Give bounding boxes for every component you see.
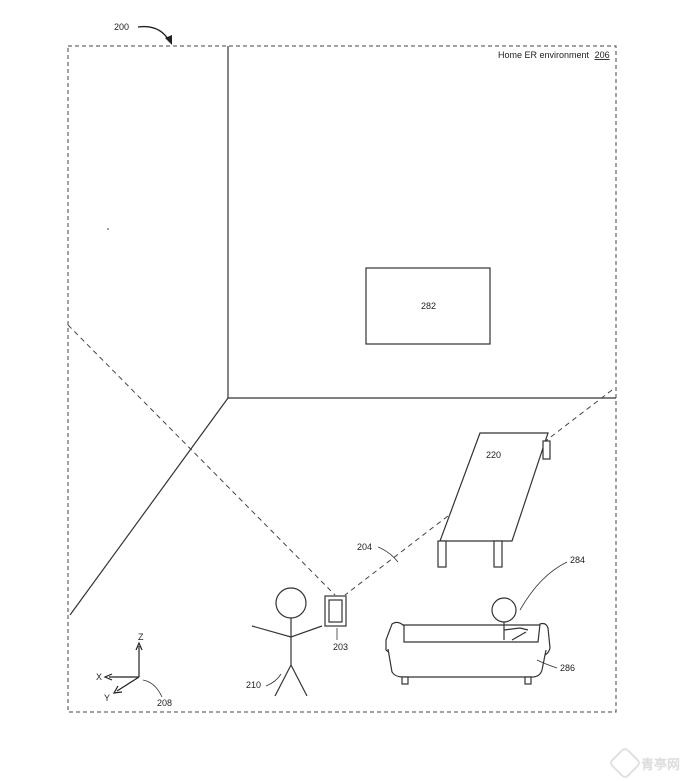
table bbox=[437, 432, 551, 568]
axis-y-label: Y bbox=[104, 693, 110, 703]
stray-dot bbox=[107, 228, 109, 230]
display-surface bbox=[365, 267, 491, 345]
display-surface-label: 282 bbox=[421, 301, 436, 311]
axes-leader bbox=[142, 679, 163, 698]
environment-label: Home ER environment bbox=[498, 50, 590, 60]
sofa-label: 286 bbox=[560, 663, 575, 673]
person-leader bbox=[519, 561, 568, 611]
coordinate-axes bbox=[103, 641, 143, 694]
seated-person bbox=[491, 597, 529, 641]
device-label: 203 bbox=[333, 642, 348, 652]
watermark-text: 青亭网 bbox=[640, 756, 680, 772]
field-of-view-label: 204 bbox=[357, 542, 372, 552]
field-of-view-leader bbox=[377, 546, 399, 563]
sofa-leader bbox=[536, 659, 558, 669]
field-of-view-lines bbox=[67, 324, 613, 596]
sofa bbox=[385, 621, 551, 685]
figure-ref-label: 200 bbox=[114, 22, 129, 32]
user-label: 210 bbox=[246, 680, 261, 690]
table-label: 220 bbox=[486, 450, 501, 460]
environment-boundary bbox=[67, 45, 617, 713]
user-figure bbox=[251, 587, 323, 697]
watermark-logo-icon bbox=[608, 746, 642, 780]
axis-x-label: X bbox=[96, 672, 102, 682]
room-corner-lines bbox=[69, 46, 616, 616]
environment-ref: 206 bbox=[595, 50, 610, 60]
environment-title: Home ER environment 206 bbox=[498, 50, 610, 60]
figure-ref-arrow bbox=[137, 25, 171, 43]
person-label: 284 bbox=[570, 555, 585, 565]
handheld-device bbox=[324, 595, 347, 627]
watermark: 青亭网 bbox=[608, 746, 680, 780]
axis-z-label: Z bbox=[138, 632, 144, 642]
axes-label: 208 bbox=[157, 698, 172, 708]
user-leader bbox=[265, 673, 282, 687]
figure-ref-arrowhead bbox=[165, 35, 172, 45]
